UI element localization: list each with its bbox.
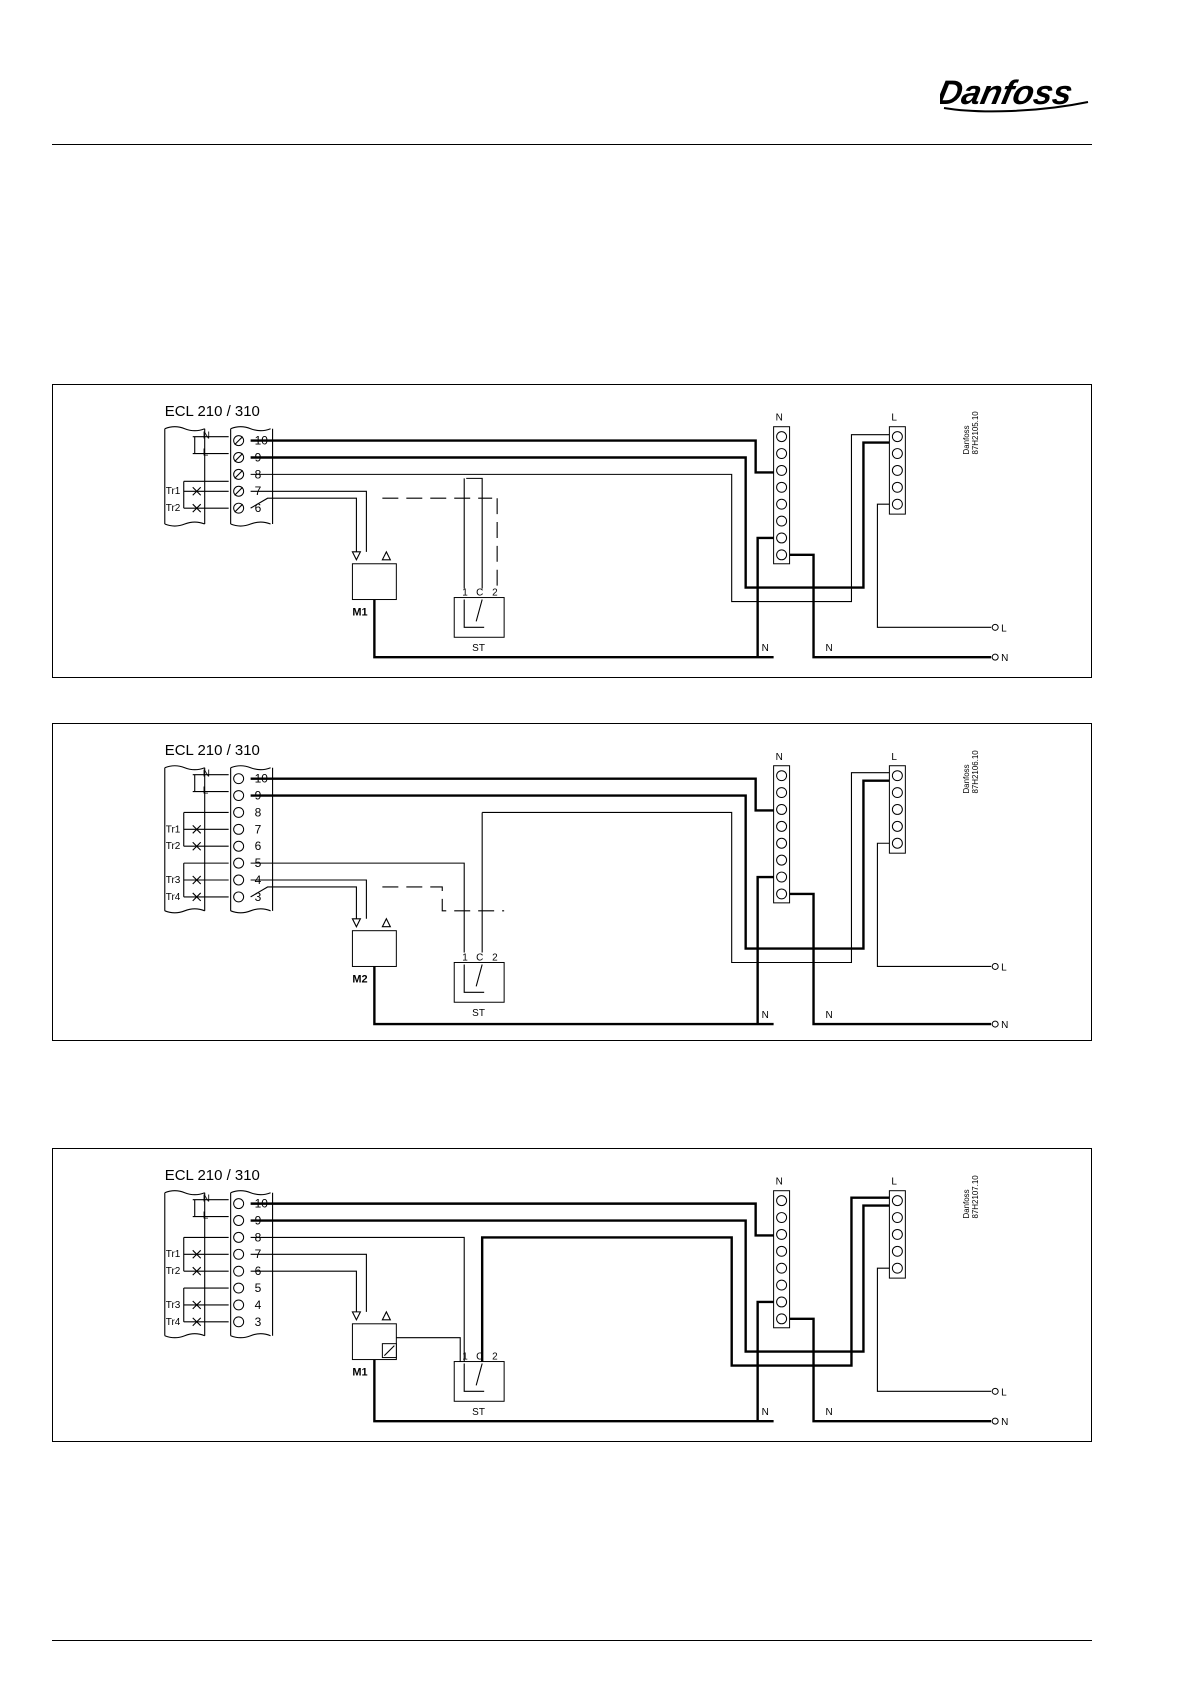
motor-actuator: M1	[352, 1312, 773, 1421]
diagram-title: ECL 210 / 310	[165, 1167, 260, 1184]
switch-pin: C	[476, 588, 483, 599]
supply-label: N	[762, 1010, 769, 1021]
transformer-label: Tr1	[166, 1249, 181, 1260]
wire-relay	[396, 1338, 460, 1362]
motor-actuator: M2	[352, 919, 773, 1024]
switch-label: ST	[472, 643, 485, 654]
terminal-label: 6	[255, 839, 262, 853]
diagram-title: ECL 210 / 310	[165, 742, 260, 759]
drawing-code: 87H2107.10	[971, 1175, 980, 1219]
footer-rule	[52, 1640, 1092, 1641]
terminal-label: 8	[255, 805, 262, 819]
wire-6	[251, 498, 357, 552]
bus-label: L	[891, 1177, 897, 1188]
supply-label: N	[1001, 1020, 1008, 1031]
drawing-code: 87H2106.10	[971, 750, 980, 794]
switch-pin: 1	[462, 1352, 468, 1363]
neutral-terminal-bus: N	[758, 1177, 992, 1421]
supply-label: N	[762, 643, 769, 654]
bus-label: L	[891, 752, 897, 763]
supply-label: N	[826, 1407, 833, 1418]
wire-4	[251, 880, 367, 919]
wiring-diagram-1: ECL 210 / 310 Danfoss 87H2105.10 10 9 8 …	[52, 384, 1092, 678]
switch-pin: 1	[462, 953, 468, 964]
switch-pin: C	[476, 953, 483, 964]
wire-8-switch	[482, 1198, 889, 1366]
transformer-label: Tr2	[166, 1266, 181, 1277]
motor-label: M1	[352, 1366, 367, 1378]
motor-label: M1	[352, 606, 367, 618]
transformer-label: Tr1	[166, 486, 181, 497]
wire-8	[482, 773, 889, 963]
bus-label: N	[776, 1177, 783, 1188]
terminal-screws	[234, 1199, 244, 1327]
wiring-diagram-2: ECL 210 / 310 Danfoss 87H2106.10 10 9 8 …	[52, 723, 1092, 1041]
transformer-label: Tr3	[166, 1300, 181, 1311]
terminal-label: 5	[255, 1281, 262, 1295]
safety-thermostat: 1 C 2 ST	[454, 953, 504, 1020]
supply-label: L	[1001, 962, 1007, 973]
switch-pin: 2	[492, 953, 498, 964]
drawing-code: 87H2105.10	[971, 411, 980, 455]
transformer-label: Tr4	[166, 1317, 181, 1328]
wire-3	[251, 887, 357, 919]
bus-label: L	[891, 413, 897, 424]
wire-8	[251, 435, 890, 602]
wire-7	[251, 491, 367, 552]
transformer-label: Tr2	[166, 503, 181, 514]
transformer-label: Tr4	[166, 892, 181, 903]
drawing-code-brand: Danfoss	[962, 425, 971, 454]
wire-7	[251, 1254, 367, 1312]
switch-pin: 1	[462, 588, 468, 599]
wire-9	[251, 443, 890, 588]
supply-label: L	[1001, 623, 1007, 634]
supply-label: L	[1001, 1387, 1007, 1398]
switch-pin: 2	[492, 588, 498, 599]
header-rule	[52, 144, 1092, 145]
wire-dashed	[382, 498, 504, 588]
transformer-label: Tr2	[166, 841, 181, 852]
safety-thermostat: 1 C 2 ST	[454, 588, 504, 655]
supply-label: N	[826, 643, 833, 654]
supply-label: N	[1001, 1417, 1008, 1428]
terminal-label: 7	[255, 822, 262, 836]
safety-thermostat: 1 C 2 ST	[454, 1352, 504, 1419]
supply-label: N	[1001, 653, 1008, 664]
svg-text:Danfoss: Danfoss	[940, 74, 1076, 112]
wiring-diagram-3: ECL 210 / 310 Danfoss 87H2107.10 10 9 8 …	[52, 1148, 1092, 1442]
wire-dashed	[382, 887, 504, 911]
terminal-label: 3	[255, 1315, 262, 1329]
transformer-label: Tr1	[166, 824, 181, 835]
switch-label: ST	[472, 1008, 485, 1019]
wire-9	[251, 781, 890, 949]
bus-label: N	[776, 752, 783, 763]
diagram-title: ECL 210 / 310	[165, 403, 260, 420]
terminal-screws	[234, 774, 244, 902]
danfoss-logo: Danfoss	[940, 64, 1090, 124]
controller-terminal-strip: 10 9 8 7 6 5 4 3 N L Tr1 Tr2 Tr3 Tr4	[165, 766, 273, 913]
wire-6	[251, 1271, 357, 1312]
supply-label: N	[826, 1010, 833, 1021]
bus-label: N	[776, 413, 783, 424]
transformer-label: Tr3	[166, 875, 181, 886]
switch-label: ST	[472, 1407, 485, 1418]
drawing-code-brand: Danfoss	[962, 1189, 971, 1218]
supply-label: N	[762, 1407, 769, 1418]
switch-pin: 2	[492, 1352, 498, 1363]
drawing-code-brand: Danfoss	[962, 764, 971, 793]
neutral-terminal-bus: N	[758, 752, 992, 1024]
terminal-label: 4	[255, 1298, 262, 1312]
wire-9	[251, 1206, 890, 1352]
controller-terminal-strip: 10 9 8 7 6 5 4 3 N L Tr1 Tr2 Tr3 Tr4	[165, 1191, 273, 1338]
wire-switch	[464, 478, 482, 588]
terminal-screws	[234, 436, 244, 513]
neutral-terminal-bus: N	[758, 413, 992, 657]
motor-actuator: M1	[352, 552, 773, 657]
switch-pin: C	[476, 1352, 483, 1363]
motor-label: M2	[352, 973, 367, 985]
